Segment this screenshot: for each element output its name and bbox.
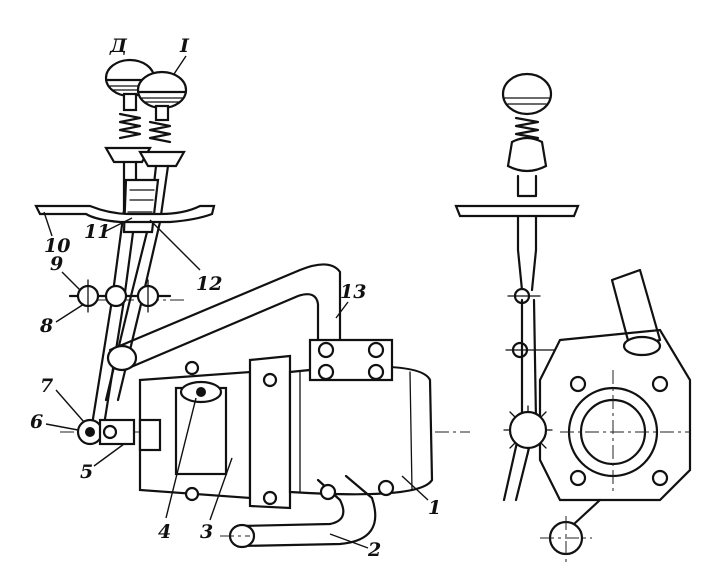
- label-1: 1: [428, 497, 441, 519]
- label-11: 11: [84, 221, 110, 243]
- collar-right: [138, 150, 186, 168]
- pipe-2-upper: [238, 478, 345, 528]
- lever-rod-d: [90, 160, 126, 427]
- side-collar: [506, 136, 548, 173]
- label-8: 8: [39, 315, 53, 337]
- spring-right: [148, 120, 172, 144]
- housing-bolt: [319, 483, 337, 501]
- housing-bolt: [377, 479, 395, 497]
- label-4: 4: [158, 521, 171, 543]
- knob-i: [136, 70, 188, 122]
- floor-plate-10: [34, 204, 216, 224]
- housing: [138, 338, 434, 510]
- pipe-13-upper: [108, 263, 342, 352]
- label-12: 12: [196, 273, 222, 295]
- side-valve: [610, 268, 662, 350]
- pipe-13-end: [106, 344, 138, 372]
- label-d: Д: [109, 35, 128, 57]
- pipe-2-lower: [238, 474, 377, 548]
- side-view: [454, 72, 692, 566]
- sleeve-12: [122, 178, 160, 234]
- spring-left: [118, 112, 142, 140]
- pipe-13-lower: [122, 293, 320, 372]
- label-13: 13: [340, 281, 366, 303]
- side-knob: [501, 72, 553, 116]
- side-spring: [514, 116, 540, 140]
- label-3: 3: [200, 521, 213, 543]
- bracket-9: [68, 279, 172, 313]
- label-10: 10: [44, 235, 70, 257]
- label-6: 6: [30, 411, 43, 433]
- front-view: [34, 58, 470, 549]
- label-5: 5: [80, 461, 93, 483]
- pivot-6: [76, 418, 136, 446]
- callout-labels: Д I 10 11 12 9 8 13 7 6 5 4 3 2 1: [30, 35, 441, 561]
- side-floor-plate: [454, 204, 580, 218]
- label-9: 9: [50, 253, 63, 275]
- label-2: 2: [367, 539, 381, 561]
- label-i: I: [179, 35, 190, 57]
- label-7: 7: [40, 375, 53, 397]
